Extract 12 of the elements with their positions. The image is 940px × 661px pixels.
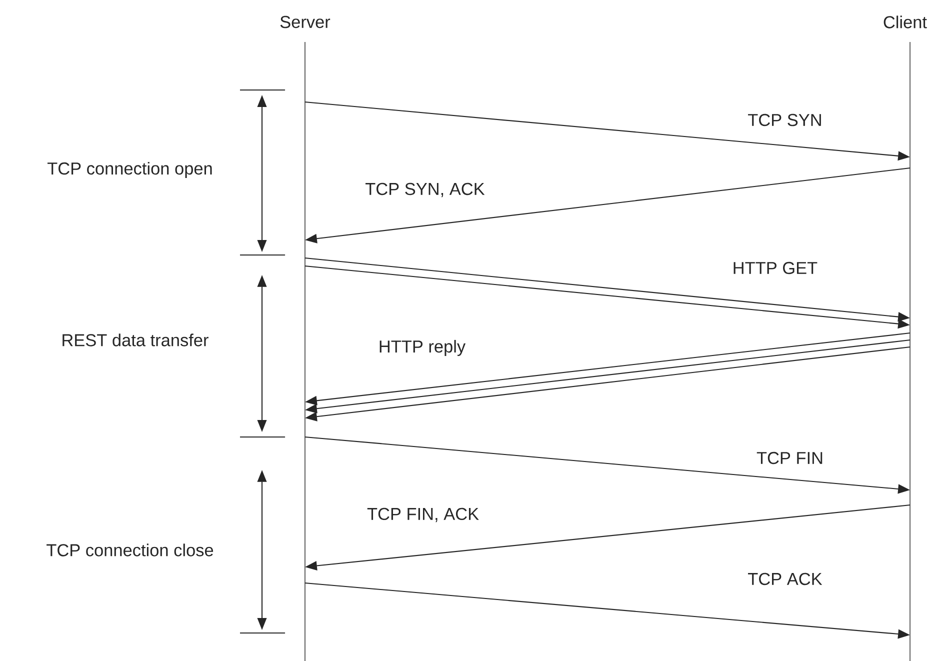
edge-label: HTTP GET: [731, 260, 819, 276]
phase-label: TCP connection close: [46, 544, 214, 556]
edge-label: HTTP reply: [377, 338, 467, 358]
edge-label: TCP SYN, ACK: [364, 182, 486, 198]
edge-label: TCP SYN: [746, 112, 824, 128]
lifeline: Client: [884, 16, 927, 661]
phase-label: TCP connection open: [48, 162, 212, 178]
edge-label: TCP FIN, ACK: [366, 506, 480, 524]
edge-label: TCP FIN: [755, 450, 825, 466]
phase-label: REST data transfer: [62, 334, 208, 346]
edge-label: TCP ACK: [746, 572, 824, 586]
lifeline: Server: [280, 16, 330, 661]
